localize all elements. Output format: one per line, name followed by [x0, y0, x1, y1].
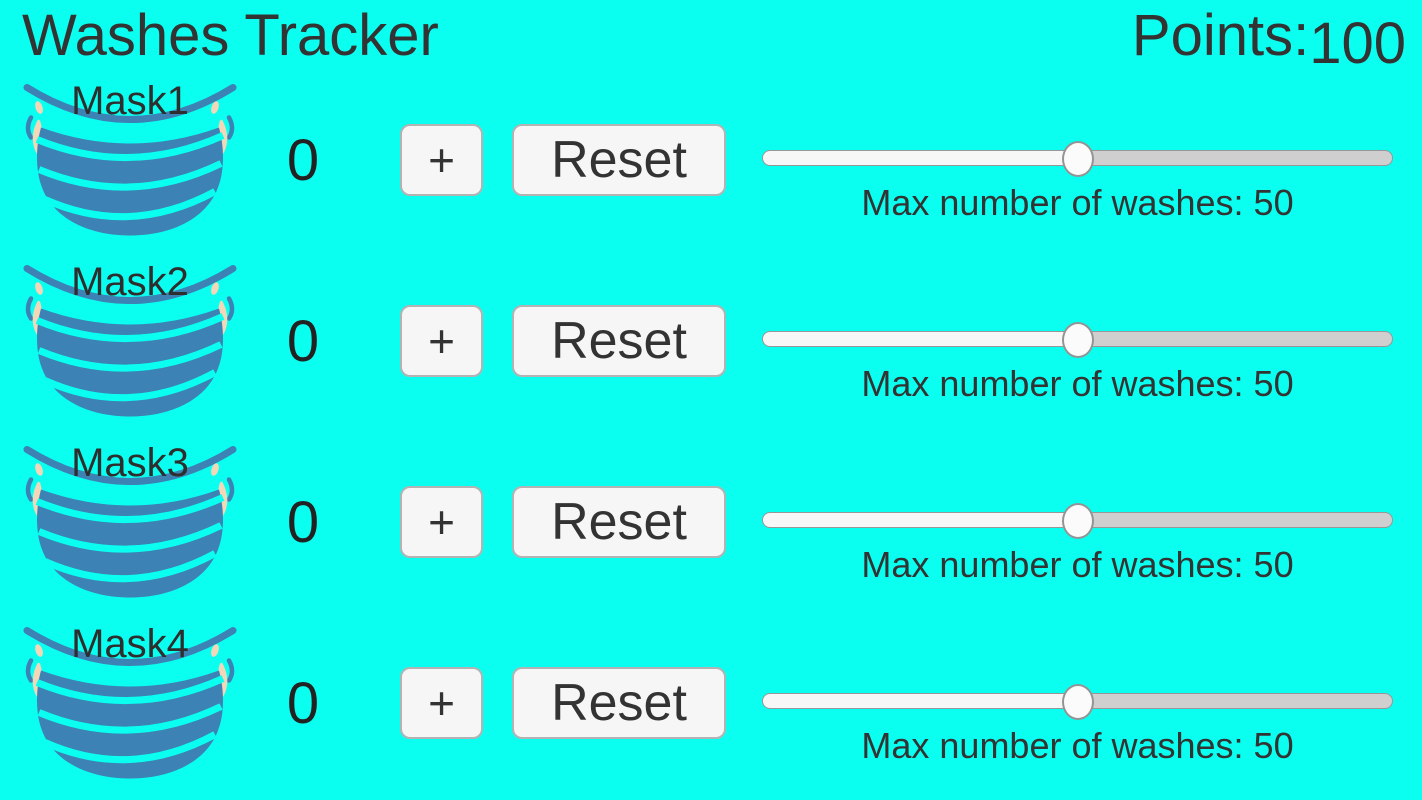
slider-thumb[interactable]: [1061, 140, 1094, 177]
reset-button[interactable]: Reset: [512, 486, 726, 558]
max-washes-label: Max number of washes: 50: [861, 544, 1294, 585]
increment-wash-button[interactable]: +: [400, 486, 483, 558]
slider-track[interactable]: [762, 502, 1393, 539]
mask-row: Mask3 0 + Reset Max number of washes: 50: [0, 437, 1422, 618]
increment-wash-button[interactable]: +: [400, 667, 483, 739]
face-mask-icon: [23, 265, 237, 417]
page-title: Washes Tracker: [22, 3, 439, 68]
increment-wash-button[interactable]: +: [400, 124, 483, 196]
mask-label: Mask4: [71, 622, 189, 666]
mask-image: Mask4: [15, 620, 245, 786]
reset-button[interactable]: Reset: [512, 667, 726, 739]
mask-row: Mask1 0 + Reset Max number of washes: 50: [0, 75, 1422, 256]
mask-label: Mask3: [71, 441, 189, 485]
mask-label: Mask1: [71, 79, 189, 123]
wash-count: 0: [286, 489, 320, 555]
slider-track[interactable]: [762, 683, 1393, 720]
mask-rows: Mask1 0 + Reset Max number of washes: 50: [0, 75, 1422, 799]
max-washes-label: Max number of washes: 50: [861, 182, 1294, 223]
max-washes-slider[interactable]: Max number of washes: 50: [762, 321, 1393, 411]
points-label: Points:: [1131, 3, 1310, 68]
max-washes-slider[interactable]: Max number of washes: 50: [762, 140, 1393, 230]
max-washes-slider[interactable]: Max number of washes: 50: [762, 502, 1393, 592]
reset-button[interactable]: Reset: [512, 305, 726, 377]
points-value: 100: [1309, 11, 1406, 76]
slider-track[interactable]: [762, 140, 1393, 177]
slider-thumb[interactable]: [1061, 502, 1094, 539]
slider-thumb[interactable]: [1061, 321, 1094, 358]
face-mask-icon: [23, 446, 237, 598]
mask-image: Mask2: [15, 258, 245, 424]
mask-row: Mask2 0 + Reset Max number of washes: 50: [0, 256, 1422, 437]
mask-image: Mask1: [15, 77, 245, 243]
face-mask-icon: [23, 84, 237, 236]
max-washes-slider[interactable]: Max number of washes: 50: [762, 683, 1393, 773]
increment-wash-button[interactable]: +: [400, 305, 483, 377]
max-washes-label: Max number of washes: 50: [861, 725, 1294, 766]
wash-count: 0: [286, 127, 320, 193]
mask-image: Mask3: [15, 439, 245, 605]
mask-label: Mask2: [71, 260, 189, 304]
points-display: Points: 100: [1132, 2, 1406, 77]
slider-thumb[interactable]: [1061, 683, 1094, 720]
wash-count: 0: [286, 308, 320, 374]
reset-button[interactable]: Reset: [512, 124, 726, 196]
face-mask-icon: [23, 627, 237, 779]
mask-row: Mask4 0 + Reset Max number of washes: 50: [0, 618, 1422, 799]
max-washes-label: Max number of washes: 50: [861, 363, 1294, 404]
wash-count: 0: [286, 670, 320, 736]
slider-track[interactable]: [762, 321, 1393, 358]
